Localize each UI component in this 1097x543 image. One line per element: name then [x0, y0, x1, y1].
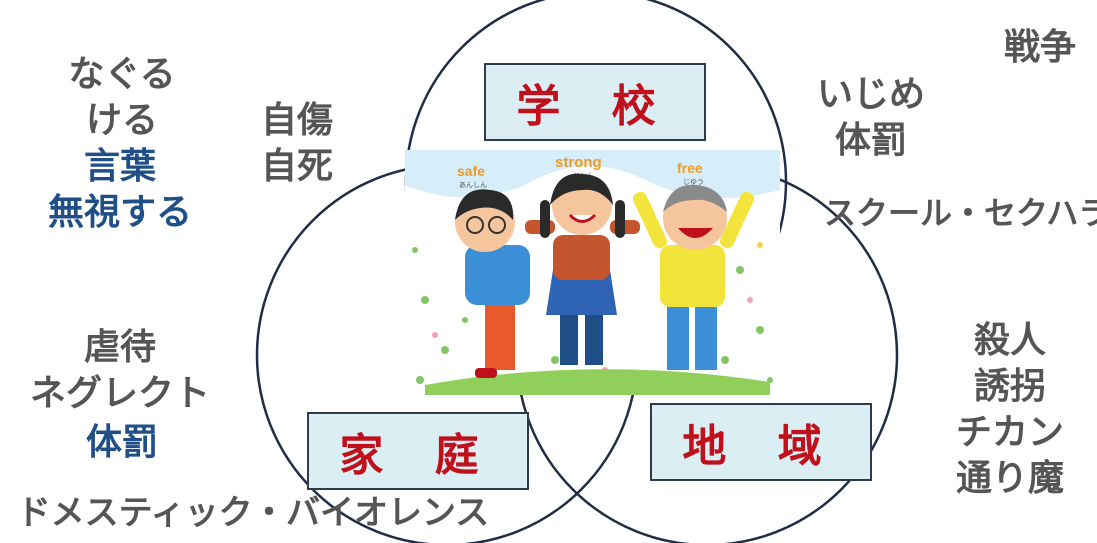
right-bottom-group: 殺人 誘拐 チカン 通り魔: [940, 318, 1080, 502]
label-safe: safe: [457, 163, 485, 179]
home-label: 家 庭: [339, 430, 497, 481]
term-chikan: チカン: [955, 412, 1064, 453]
term-domestic-violence: ドメスティック・バイオレンス: [16, 493, 490, 533]
child-strong: [525, 173, 640, 365]
term-ijime: いじめ: [816, 74, 925, 115]
sublabel-free: じゆう: [683, 178, 704, 186]
term-taibatsu-school: 体罰: [834, 120, 907, 161]
home-box: 家 庭: [307, 412, 529, 490]
term-torima: 通り魔: [955, 458, 1064, 499]
school-label: 学 校: [516, 81, 674, 132]
term-yukai: 誘拐: [973, 366, 1046, 407]
left-bottom-group: 虐待 ネグレクト: [22, 325, 218, 417]
term-naguru: なぐる: [68, 54, 176, 95]
sublabel-safe: あんしん: [459, 181, 487, 189]
term-mushi: 無視する: [47, 192, 192, 233]
children-illustration: safe あんしん strong じしん free じゆう: [405, 150, 780, 395]
school-box: 学 校: [484, 63, 706, 141]
child-free: [632, 184, 755, 370]
term-neglect: ネグレクト: [29, 373, 210, 414]
term-satsujin: 殺人: [973, 320, 1046, 361]
child-safe: [455, 189, 530, 378]
community-label: 地 域: [682, 421, 840, 472]
term-jishi: 自死: [260, 146, 333, 187]
left-top-group: なぐる ける: [62, 52, 182, 144]
term-keru: ける: [85, 100, 158, 141]
term-taibatsu-home: 体罰: [85, 422, 158, 463]
community-box: 地 域: [650, 403, 872, 481]
term-jisho: 自傷: [260, 100, 333, 141]
term-senso: 戦争: [1003, 27, 1076, 68]
label-strong: strong: [555, 154, 602, 171]
term-school-sekuhara: スクール・セクハラ: [824, 194, 1097, 232]
self-harm-group: 自傷 自死: [252, 98, 342, 190]
term-gyakutai: 虐待: [83, 327, 156, 368]
label-free: free: [677, 160, 703, 176]
term-kotoba: 言葉: [83, 146, 156, 187]
right-school-group: いじめ 体罰: [806, 72, 936, 164]
left-top-blue-group: 言葉 無視する: [35, 144, 205, 236]
